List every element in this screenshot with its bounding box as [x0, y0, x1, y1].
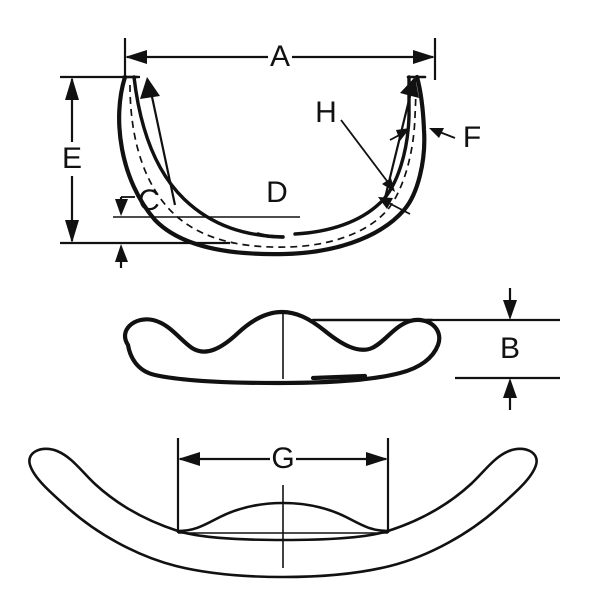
section-outer-outline	[117, 74, 427, 257]
dimension-label-C: C	[138, 184, 160, 217]
dimension-G-arrowhead-left	[178, 452, 200, 466]
dimension-C: C	[113, 184, 300, 268]
inner-height-arrow-left	[140, 77, 177, 206]
section-inner-left-wall	[132, 75, 285, 239]
dimension-B: B	[427, 288, 560, 410]
bottom-view-outline	[28, 447, 538, 579]
dimension-H-leader	[340, 119, 391, 186]
dimension-D: D	[266, 176, 288, 209]
dimension-E-arrowhead-bottom	[65, 220, 79, 243]
dimension-F: F	[429, 121, 481, 154]
dimension-label-B: B	[500, 332, 520, 365]
dimension-A-arrowhead-left	[125, 50, 147, 64]
section-inner-arc-left	[256, 232, 285, 239]
section-inner-arc-right	[293, 75, 411, 236]
dimension-label-G: G	[271, 442, 294, 475]
dimension-A: A	[123, 38, 437, 80]
dimension-A-arrowhead-right	[413, 50, 435, 64]
dimension-H: H	[315, 96, 395, 192]
dimension-C-arrowhead-lower	[115, 244, 128, 262]
outer-surface-arrow-lower	[378, 197, 411, 215]
dimension-label-A: A	[270, 40, 290, 73]
dimension-G-arrowhead-right	[366, 452, 388, 466]
dimension-C-arrowhead-upper	[115, 199, 128, 216]
section-midwall-dashed-line	[129, 79, 417, 248]
dimension-B-arrowhead-top	[503, 300, 517, 320]
dimension-E-arrowhead-top	[65, 77, 79, 100]
dimension-G: G	[176, 438, 390, 533]
dimension-label-F: F	[463, 121, 481, 154]
side-profile-outline	[123, 309, 442, 386]
dimension-label-D: D	[266, 176, 288, 209]
dimension-H-arrowhead	[382, 178, 395, 192]
bottom-plan-view: G	[28, 438, 538, 579]
side-profile-lower-lip	[310, 373, 368, 381]
side-profile-view: B	[123, 288, 560, 410]
dimension-B-arrowhead-bottom	[503, 378, 517, 398]
wall-thickness-arrow-upper	[389, 128, 410, 141]
dimension-label-E: E	[62, 142, 82, 175]
front-section-view: A E C	[60, 38, 481, 268]
dimension-label-H: H	[315, 96, 337, 129]
dimension-F-arrowhead	[429, 128, 444, 138]
dimension-E: E	[60, 75, 230, 245]
